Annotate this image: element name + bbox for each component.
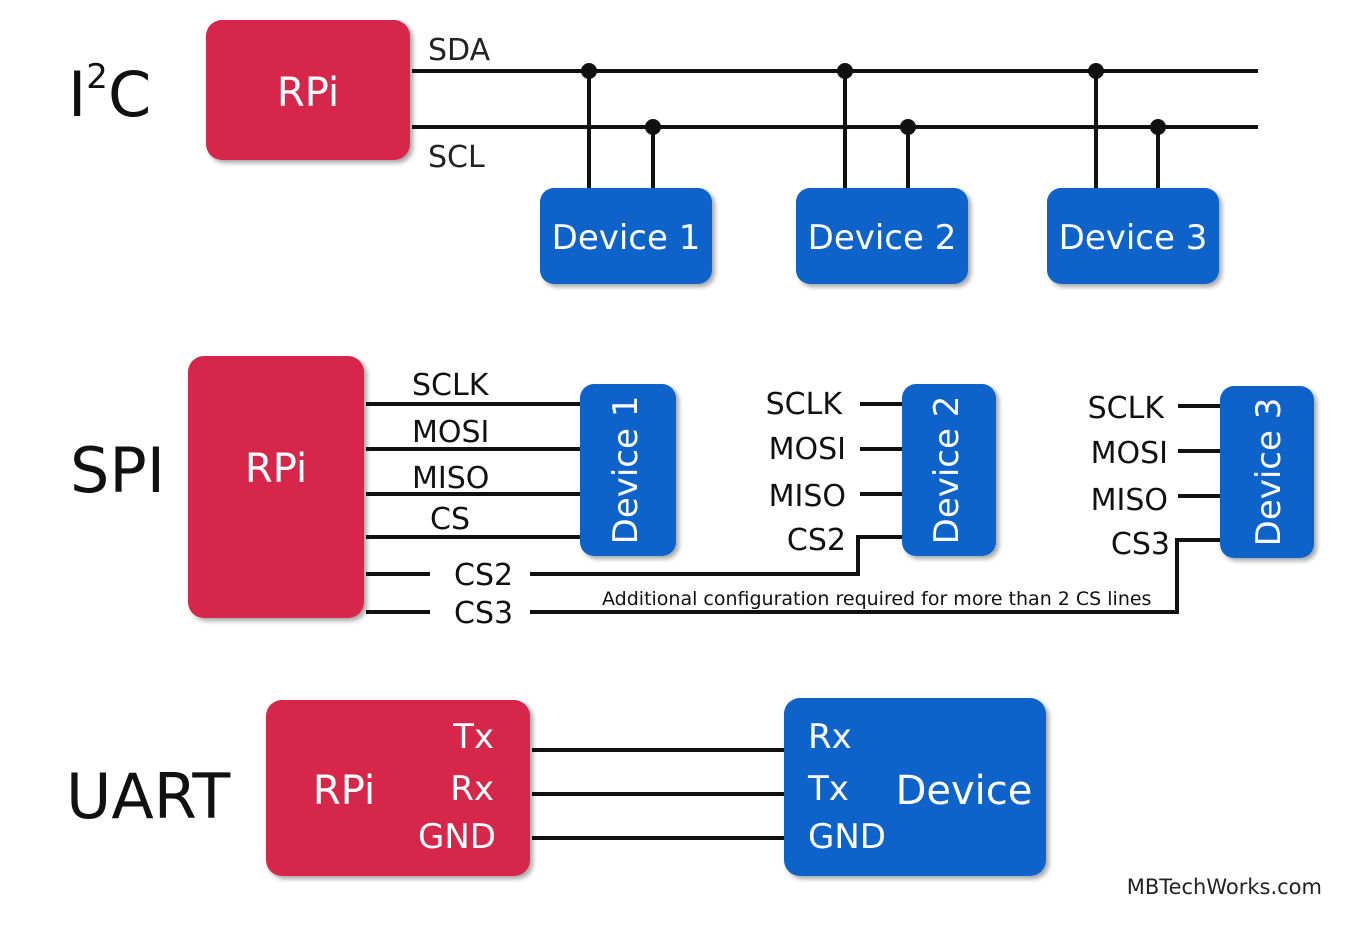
spi-device-1-label: Device 1 (606, 396, 646, 545)
i2c-junction-dot (1088, 63, 1104, 79)
uart-device-gnd-label: GND (808, 817, 886, 857)
i2c-sda-label: SDA (428, 33, 491, 68)
i2c-rpi-label: RPi (277, 70, 339, 116)
spi-device-3-label: Device 3 (1249, 398, 1289, 547)
spi-cs2-label: CS2 (454, 558, 513, 593)
spi-d3-sclk-label: SCLK (1088, 391, 1166, 426)
uart-device-box (784, 698, 1046, 876)
uart-device-label: Device (896, 768, 1033, 814)
uart-rpi-tx-label: Tx (452, 717, 494, 757)
spi-section: SPI RPi SCLK MOSI MISO CS CS2 CS3 Additi… (70, 356, 1314, 631)
i2c-section: I2C RPi SDA SCL Device 1 Device (68, 20, 1258, 284)
credit-text: MBTechWorks.com (1127, 875, 1322, 899)
i2c-junction-dot (837, 63, 853, 79)
spi-device-2-label: Device 2 (927, 396, 967, 545)
spi-rpi-label: RPi (245, 446, 307, 492)
i2c-rpi-box (206, 20, 410, 160)
uart-rpi-label: RPi (313, 768, 375, 814)
i2c-junction-dot (581, 63, 597, 79)
spi-device-2-box (902, 384, 996, 556)
spi-d3-cs-label: CS3 (1111, 527, 1170, 562)
i2c-device-3-label: Device 3 (1059, 218, 1208, 258)
i2c-device-1-box (540, 188, 712, 284)
i2c-scl-label: SCL (428, 140, 485, 175)
uart-rpi-gnd-label: GND (418, 817, 496, 857)
spi-cs-label: CS (430, 502, 470, 537)
spi-rpi-box (188, 356, 364, 618)
i2c-junction-dot (1150, 119, 1166, 135)
spi-sclk-label: SCLK (412, 368, 490, 403)
spi-d2-miso-label: MISO (769, 479, 846, 514)
uart-device-rx-label: Rx (808, 717, 852, 757)
spi-miso-label: MISO (412, 461, 489, 496)
spi-cs2-route (530, 535, 902, 576)
i2c-junction-dot (900, 119, 916, 135)
spi-d2-sclk-label: SCLK (766, 387, 844, 422)
spi-cs3-route (530, 538, 1220, 614)
spi-d3-mosi-label: MOSI (1091, 436, 1168, 471)
spi-title: SPI (70, 434, 165, 507)
i2c-junction-dot (645, 119, 661, 135)
i2c-device-1-label: Device 1 (552, 218, 701, 258)
uart-title: UART (66, 760, 231, 833)
i2c-device-3-taps (1088, 63, 1166, 190)
spi-d2-mosi-label: MOSI (769, 432, 846, 467)
i2c-title: I2C (68, 57, 151, 131)
spi-device-1-box (580, 384, 676, 556)
uart-rpi-rx-label: Rx (450, 769, 494, 809)
spi-mosi-label: MOSI (412, 415, 489, 450)
spi-d2-cs-label: CS2 (787, 523, 846, 558)
spi-device-3-box (1220, 386, 1314, 558)
i2c-device-2-label: Device 2 (808, 218, 957, 258)
i2c-device-3-box (1047, 188, 1219, 284)
spi-cs3-label: CS3 (454, 596, 513, 631)
uart-rpi-box (266, 700, 530, 876)
spi-d3-miso-label: MISO (1091, 483, 1168, 518)
spi-cs-note: Additional configuration required for mo… (602, 588, 1151, 610)
i2c-device-1-taps (581, 63, 661, 190)
uart-device-tx-label: Tx (807, 769, 849, 809)
i2c-device-2-taps (837, 63, 916, 190)
i2c-device-2-box (796, 188, 968, 284)
uart-section: UART RPi Tx Rx GND Rx Tx GND Device (66, 698, 1046, 876)
